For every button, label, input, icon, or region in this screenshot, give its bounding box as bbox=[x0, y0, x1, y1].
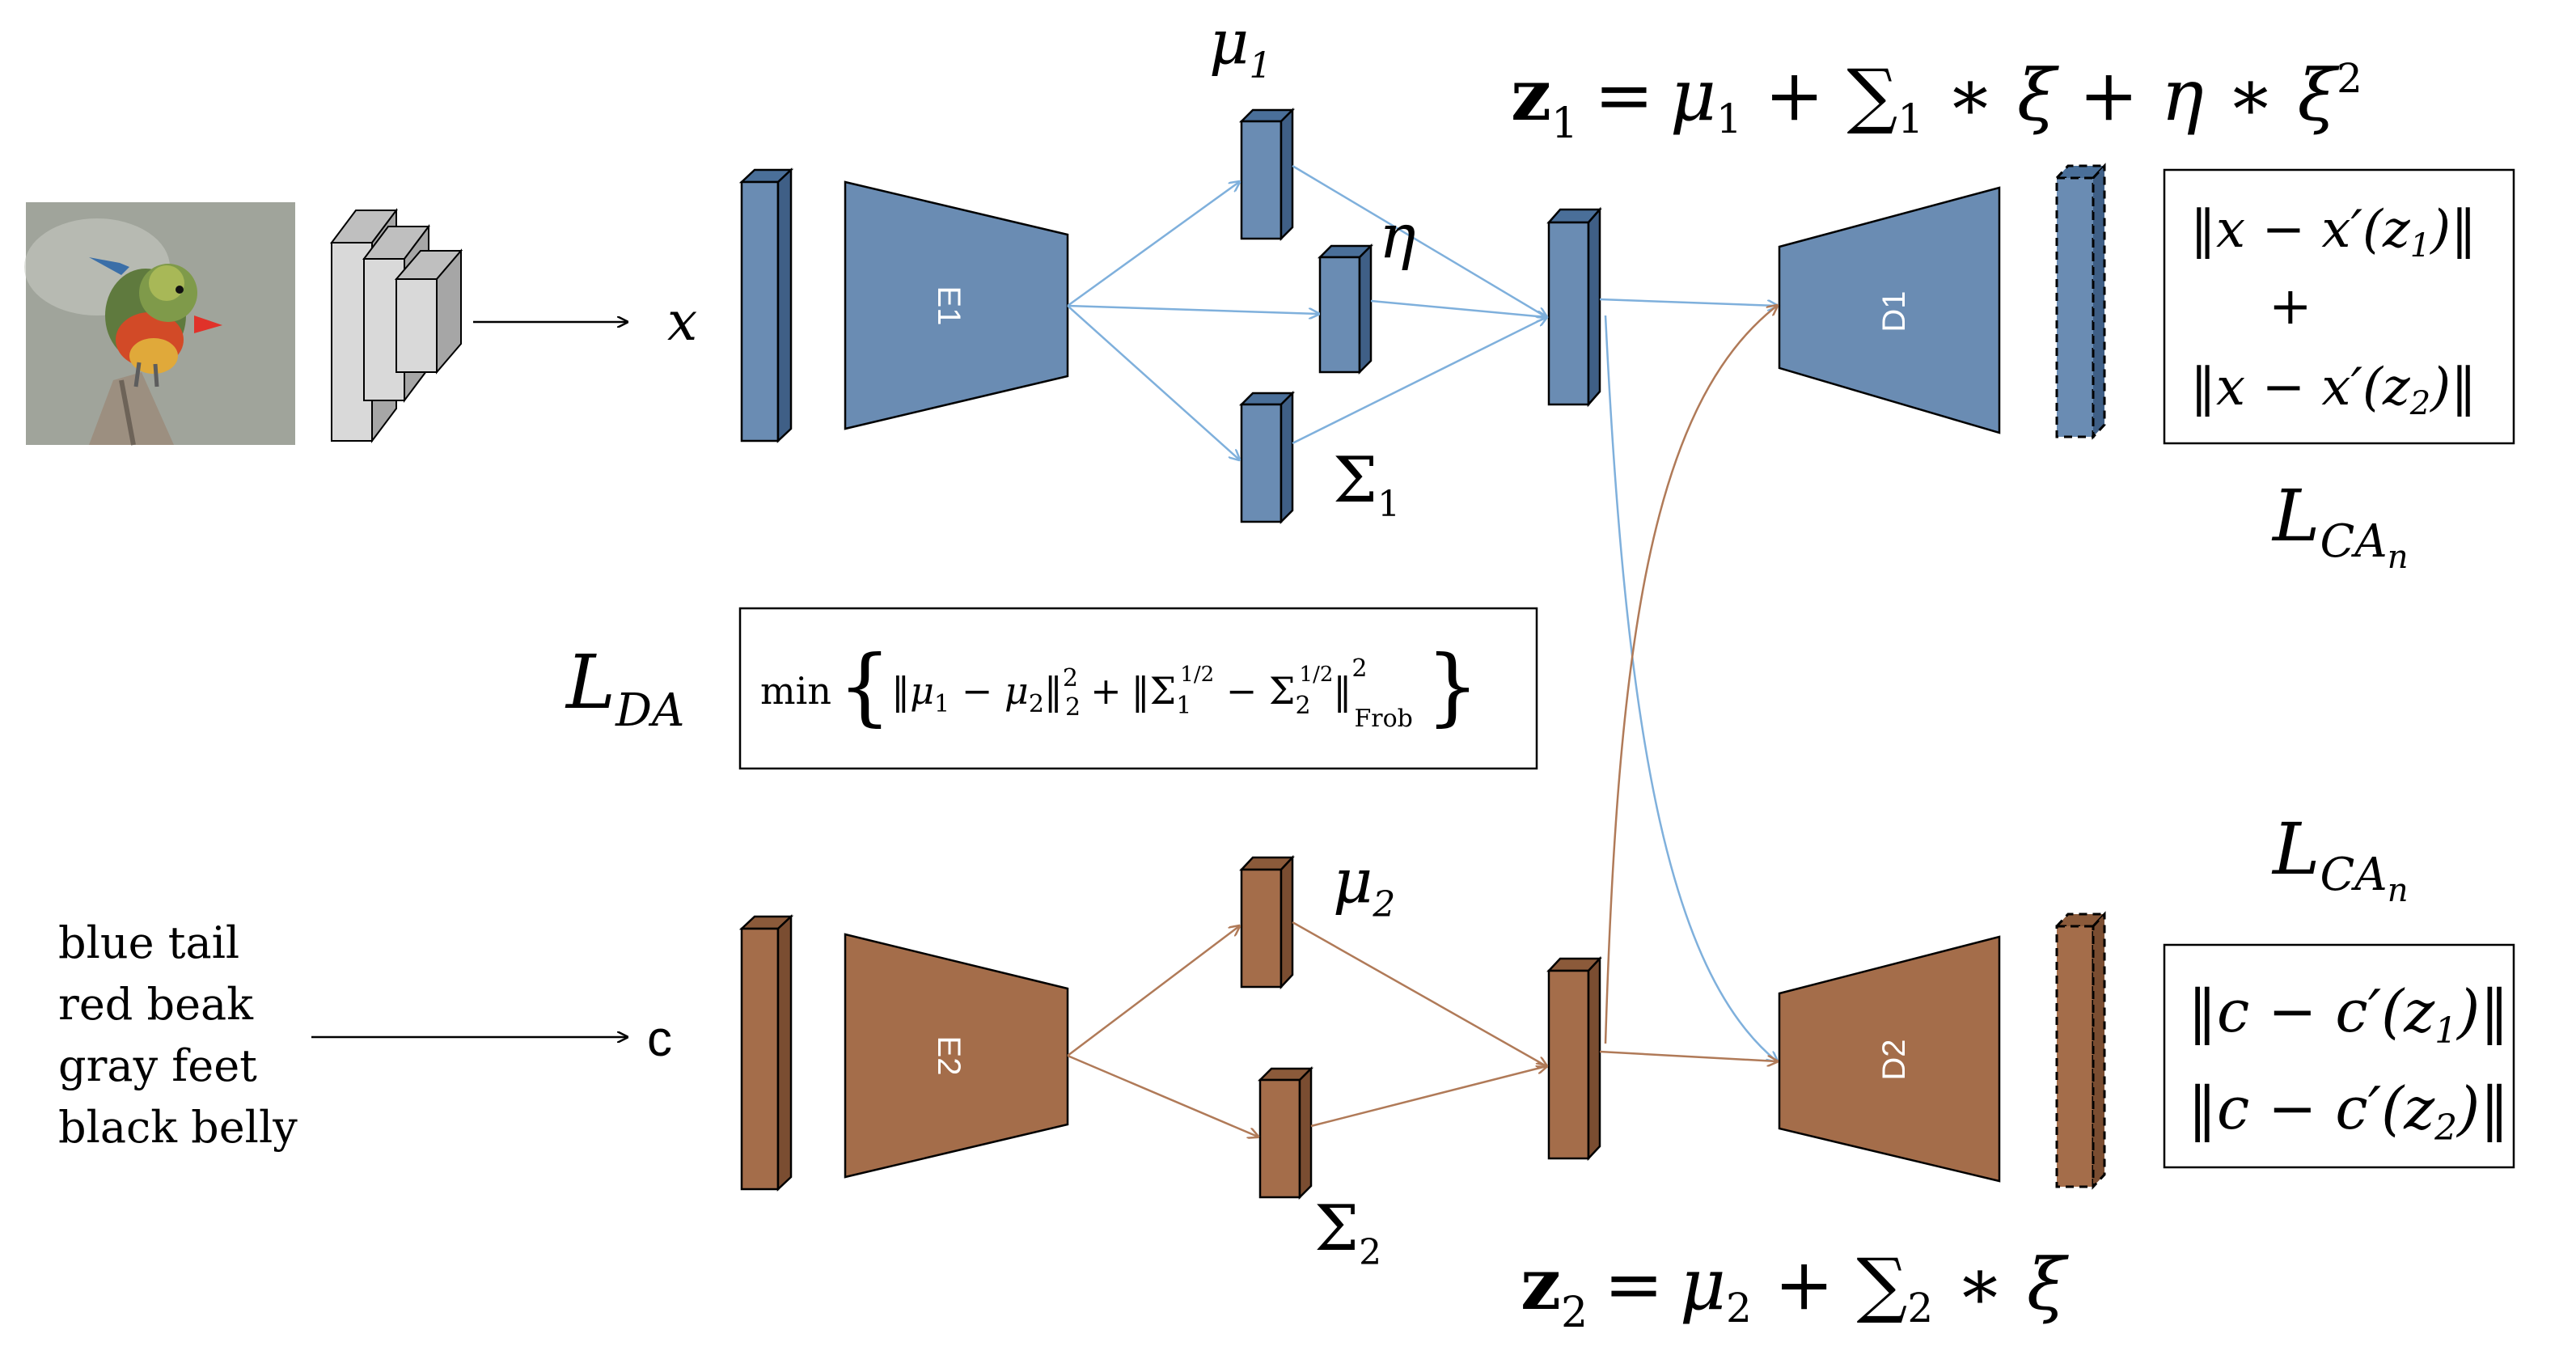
sigma1-block bbox=[1238, 390, 1296, 525]
sigma1-label: Σ1 bbox=[1333, 444, 1400, 525]
z2-block bbox=[1546, 955, 1602, 1162]
input-x-label: x bbox=[667, 290, 697, 353]
loss-ca-bottom-label: LCAn bbox=[2271, 807, 2409, 909]
z1-formula: z1=μ1 + ∑1 ∗ ξ + η ∗ ξ2 bbox=[1511, 53, 2362, 148]
x-feature-block bbox=[738, 167, 794, 443]
c-feature-block bbox=[738, 914, 794, 1192]
decoder-d2-label: D2 bbox=[1876, 1039, 1912, 1080]
bird-photo bbox=[24, 202, 295, 446]
decoder-d2 bbox=[1778, 935, 2001, 1183]
decoder-d1-label: D1 bbox=[1876, 290, 1912, 332]
x-reconstruction-block bbox=[2054, 163, 2108, 440]
c-reconstruction-block bbox=[2054, 911, 2108, 1190]
attribute-list: blue tail red beak gray feet black belly bbox=[58, 917, 298, 1153]
input-c-label: c bbox=[647, 1011, 672, 1067]
attribute-item: gray feet bbox=[58, 1040, 257, 1091]
encoder2-arrows bbox=[1067, 306, 1777, 1137]
loss-ca-top-label: LCAn bbox=[2271, 474, 2409, 576]
sigma2-label: Σ2 bbox=[1314, 1192, 1381, 1273]
recon-c-line2: ‖c − c′(z2)‖ bbox=[2188, 1074, 2509, 1149]
cnn-feature-icon bbox=[330, 208, 463, 443]
attribute-item: black belly bbox=[58, 1102, 298, 1153]
z2-formula: z2=μ2 + ∑2 ∗ ξ bbox=[1521, 1242, 2070, 1337]
encoder-e1 bbox=[844, 180, 1069, 430]
recon-x-line1: ‖x − x′(z1)‖ bbox=[2190, 200, 2477, 265]
recon-x-box bbox=[2163, 168, 2515, 445]
mu1-block bbox=[1238, 107, 1296, 242]
encoder-e1-label: E1 bbox=[931, 286, 967, 326]
z1-block bbox=[1546, 206, 1602, 408]
recon-x-plus: + bbox=[2269, 277, 2312, 337]
loss-da-label: LDA bbox=[565, 639, 684, 737]
eta-label: η bbox=[1379, 200, 1416, 272]
mu1-label: μ1 bbox=[1209, 6, 1271, 87]
attribute-item: red beak bbox=[58, 979, 254, 1030]
recon-c-box bbox=[2163, 943, 2515, 1169]
eta-block bbox=[1317, 243, 1374, 375]
encoder-e2 bbox=[844, 933, 1069, 1179]
sigma2-block bbox=[1257, 1065, 1314, 1200]
recon-c-line1: ‖c − c′(z1)‖ bbox=[2188, 977, 2509, 1052]
encoder1-arrows bbox=[1067, 164, 1777, 1061]
attribute-item: blue tail bbox=[58, 917, 239, 968]
loss-da-box bbox=[738, 607, 1538, 770]
recon-x-line2: ‖x − x′(z2)‖ bbox=[2190, 358, 2477, 422]
decoder-d1 bbox=[1778, 186, 2001, 434]
mu2-label: μ2 bbox=[1333, 845, 1395, 925]
encoder-e2-label: E2 bbox=[931, 1036, 967, 1076]
mu2-block bbox=[1239, 854, 1295, 990]
